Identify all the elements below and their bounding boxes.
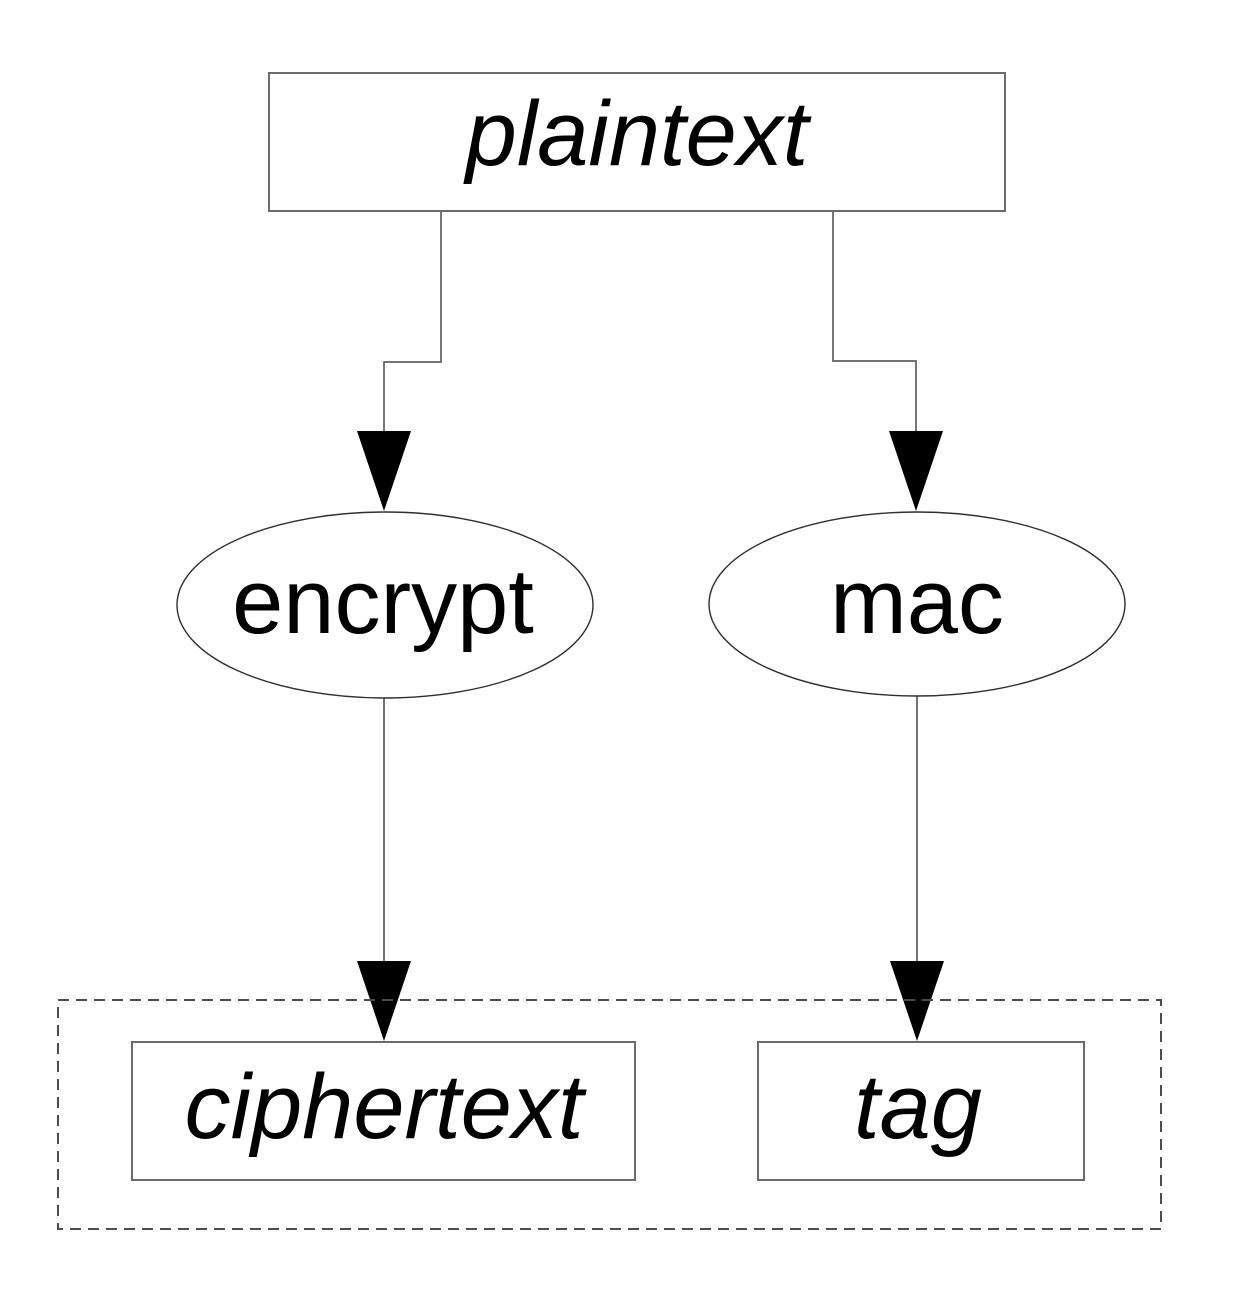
ciphertext-label: ciphertext bbox=[185, 1056, 587, 1158]
tag-node bbox=[757, 1041, 1085, 1181]
encrypt-label: encrypt bbox=[232, 551, 534, 653]
tag-label: tag bbox=[854, 1056, 982, 1158]
arrowhead-into-encrypt bbox=[357, 431, 411, 511]
encrypt-node bbox=[176, 511, 594, 699]
mac-label: mac bbox=[830, 551, 1004, 653]
arrowhead-into-mac bbox=[889, 431, 943, 511]
edge-plaintext-to-mac bbox=[832, 212, 917, 432]
plaintext-label: plaintext bbox=[463, 83, 812, 185]
edge-plaintext-to-encrypt bbox=[383, 212, 442, 432]
arrowhead-into-tag bbox=[890, 961, 944, 1041]
plaintext-node bbox=[268, 72, 1006, 212]
ciphertext-node bbox=[131, 1041, 636, 1181]
